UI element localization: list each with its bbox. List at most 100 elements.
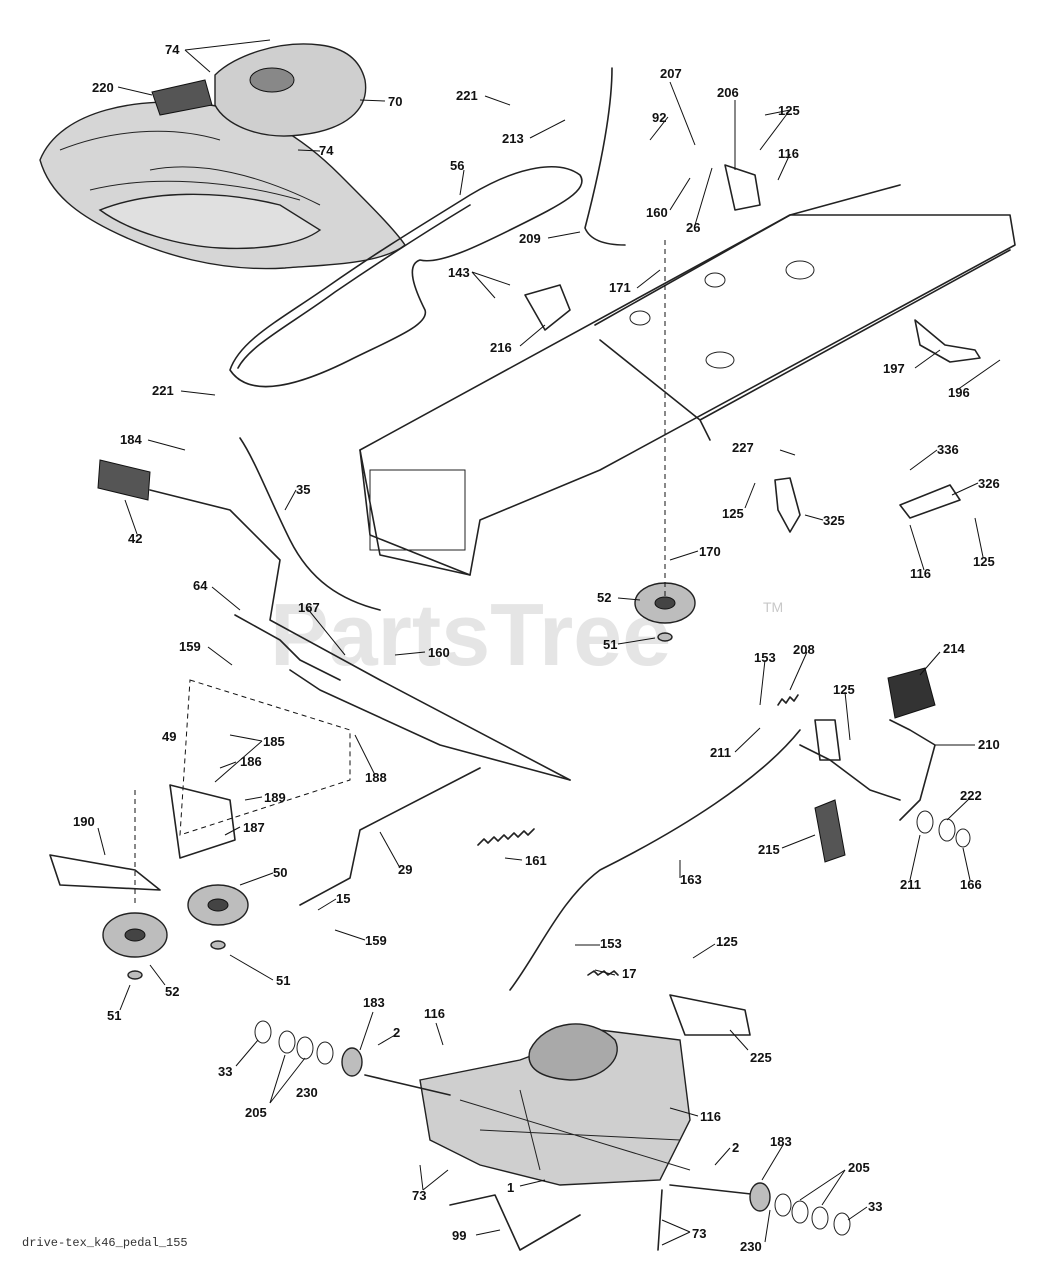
callout: 214 [943,641,965,656]
callout: 116 [424,1006,445,1021]
callout: 159 [179,639,201,654]
callout: 2 [393,1025,400,1040]
callout: 213 [502,131,524,146]
bracket-326 [899,484,961,519]
callout: 125 [833,682,855,697]
callout: 125 [722,506,744,521]
callout: 73 [692,1226,706,1241]
callout: 206 [717,85,739,100]
callout: 74 [319,143,334,158]
callout: 205 [245,1105,267,1120]
callout: 51 [276,973,290,988]
callout: 74 [165,42,180,57]
rod-99 [449,1194,581,1251]
hood-shell [39,43,406,270]
bracket-225 [669,994,751,1036]
callout: 2 [732,1140,739,1155]
callout: 163 [680,872,702,887]
callout: 116 [778,146,799,161]
shift-rod-assembly [97,437,571,781]
callout: 42 [128,531,142,546]
callout: 211 [710,745,731,760]
callout: 211 [900,877,921,892]
callout: 50 [273,865,287,880]
callout: 185 [263,734,285,749]
callout: 187 [243,820,265,835]
callout: 190 [73,814,95,829]
drive-belt [229,166,583,388]
callout: 125 [778,103,800,118]
callout: 184 [120,432,142,447]
callout: 92 [652,110,666,125]
callout: 220 [92,80,114,95]
callout: 210 [978,737,1000,752]
callout: 170 [699,544,721,559]
callout: 208 [793,642,815,657]
callout-labels: 74 74 220 70 74 56 221 213 92 207 206 12… [73,42,1000,1254]
callout: 64 [193,578,208,593]
callout: 197 [883,361,905,376]
callout: 160 [646,205,668,220]
spring-161 [477,828,535,846]
bracket-216 [524,284,571,331]
callout: 33 [218,1064,232,1079]
pulley-52-center [634,240,696,642]
callout: 143 [448,265,470,280]
callout: 216 [490,340,512,355]
callout: 230 [740,1239,762,1254]
callout: 215 [758,842,780,857]
callout: 325 [823,513,845,528]
callout: 35 [296,482,310,497]
control-plate [49,679,351,905]
callout: 326 [978,476,1000,491]
callout: 225 [750,1050,772,1065]
callout: 51 [107,1008,121,1023]
callout: 188 [365,770,387,785]
callout: 33 [868,1199,882,1214]
washer-stack-right [749,1182,851,1236]
callout: 183 [363,995,385,1010]
callout: 29 [398,862,412,877]
callout: 125 [973,554,995,569]
callout: 221 [152,383,174,398]
callout: 73 [412,1188,426,1203]
callout: 189 [264,790,286,805]
pedal-assembly [799,667,971,863]
spring-17 [587,970,619,976]
callout: 166 [960,877,982,892]
callout: 183 [770,1134,792,1149]
callout: 17 [622,966,636,981]
callout: 209 [519,231,541,246]
bracket-206 [724,164,761,211]
callout: 49 [162,729,176,744]
callout: 222 [960,788,982,803]
callout: 15 [336,891,350,906]
callout: 186 [240,754,262,769]
leader-lines [97,39,1001,1246]
watermark-trademark: TM [763,599,783,615]
callout: 205 [848,1160,870,1175]
callout: 70 [388,94,402,109]
callout: 99 [452,1228,466,1243]
lift-lever [584,67,626,246]
transaxle [364,1023,761,1251]
bracket-325 [774,477,801,533]
callout: 227 [732,440,754,455]
callout: 26 [686,220,700,235]
callout: 336 [937,442,959,457]
callout: 160 [428,645,450,660]
rod-163 [509,729,801,991]
spring-208 [777,694,799,706]
bracket-197 [914,319,981,363]
callout: 161 [525,853,547,868]
pulley-50 [187,884,249,950]
washer-stack-left [254,1020,363,1077]
callout: 171 [609,280,631,295]
watermark: PartsTree [270,585,671,684]
callout: 153 [600,936,622,951]
callout: 207 [660,66,682,81]
callout: 196 [948,385,970,400]
callout: 167 [298,600,320,615]
callout: 159 [365,933,387,948]
